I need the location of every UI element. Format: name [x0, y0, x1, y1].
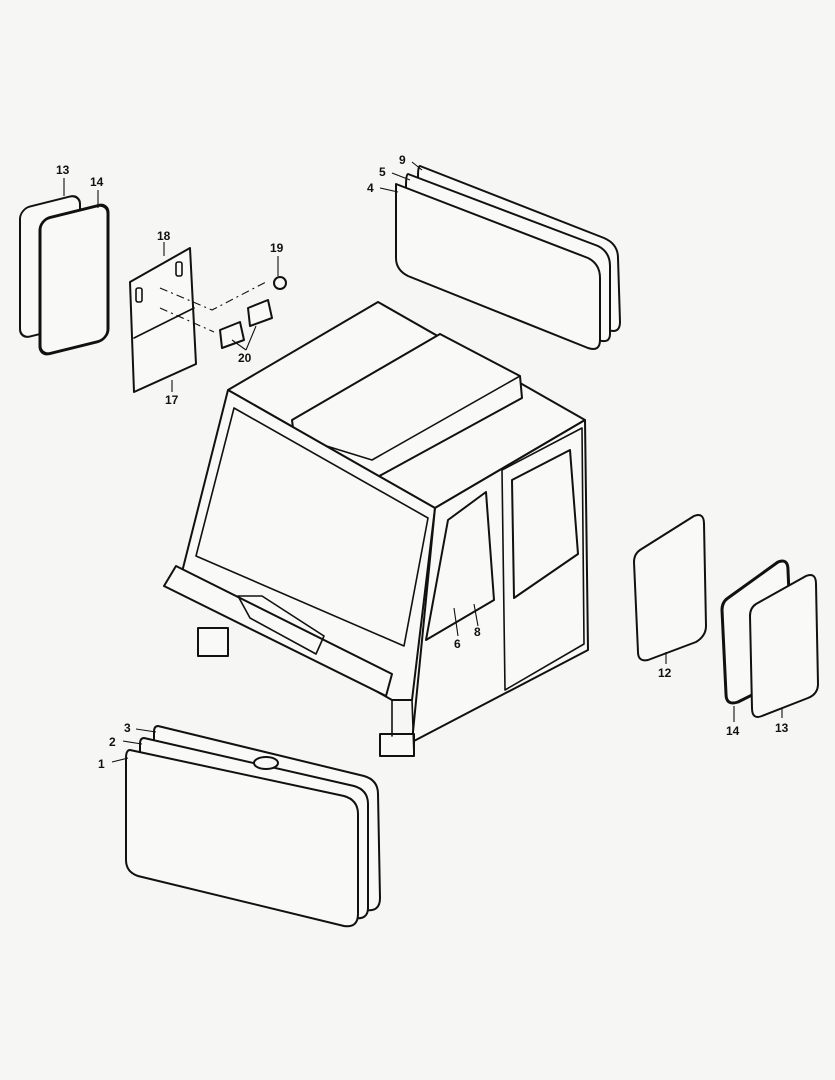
part-14-top-left — [38, 203, 110, 356]
plate-assembly — [129, 247, 287, 393]
callout-4: 4 — [367, 181, 374, 195]
window-part-12 — [633, 514, 707, 662]
cab-dash-shelf — [163, 565, 393, 697]
part-12-panel — [633, 514, 707, 662]
panel-stack-bottom-left — [125, 725, 381, 928]
callout-12: 12 — [658, 666, 672, 680]
callout-2: 2 — [109, 735, 116, 749]
window-pair-bottom-right — [720, 559, 819, 718]
window-pair-top-left — [19, 195, 110, 356]
callout-labels: 1 2 3 4 5 9 6 8 12 13 14 14 13 17 18 19 … — [56, 153, 789, 771]
part-20-latch-a — [219, 321, 245, 349]
callout-13-top-left: 13 — [56, 163, 70, 177]
callout-13-bottom-right: 13 — [775, 721, 789, 735]
callout-20: 20 — [238, 351, 252, 365]
cab-front-face — [179, 389, 436, 701]
panel-stack-top-right — [395, 165, 621, 350]
part-20-latch-b — [247, 299, 273, 327]
part-19-knob — [273, 276, 287, 290]
callout-17: 17 — [165, 393, 179, 407]
callout-19: 19 — [270, 241, 284, 255]
callout-1: 1 — [98, 757, 105, 771]
windshield-opening — [195, 407, 429, 647]
left-foot — [197, 627, 229, 657]
callout-14-bottom-right: 14 — [726, 724, 740, 738]
callout-3: 3 — [124, 721, 131, 735]
callout-9: 9 — [399, 153, 406, 167]
cab-body — [163, 301, 589, 757]
cab-door — [501, 427, 585, 691]
part-13-bottom-right — [749, 574, 819, 718]
part-1-panel — [125, 749, 359, 928]
cab-side-window — [425, 491, 495, 641]
part-18-plate — [129, 247, 197, 393]
callout-5: 5 — [379, 165, 386, 179]
callout-6: 6 — [454, 637, 461, 651]
panel-grommet — [253, 756, 279, 770]
door-window — [511, 449, 579, 599]
right-foot — [379, 733, 415, 757]
callout-8: 8 — [474, 625, 481, 639]
leader-lines — [63, 161, 783, 763]
callout-18: 18 — [157, 229, 171, 243]
callout-14-top-left: 14 — [90, 175, 104, 189]
